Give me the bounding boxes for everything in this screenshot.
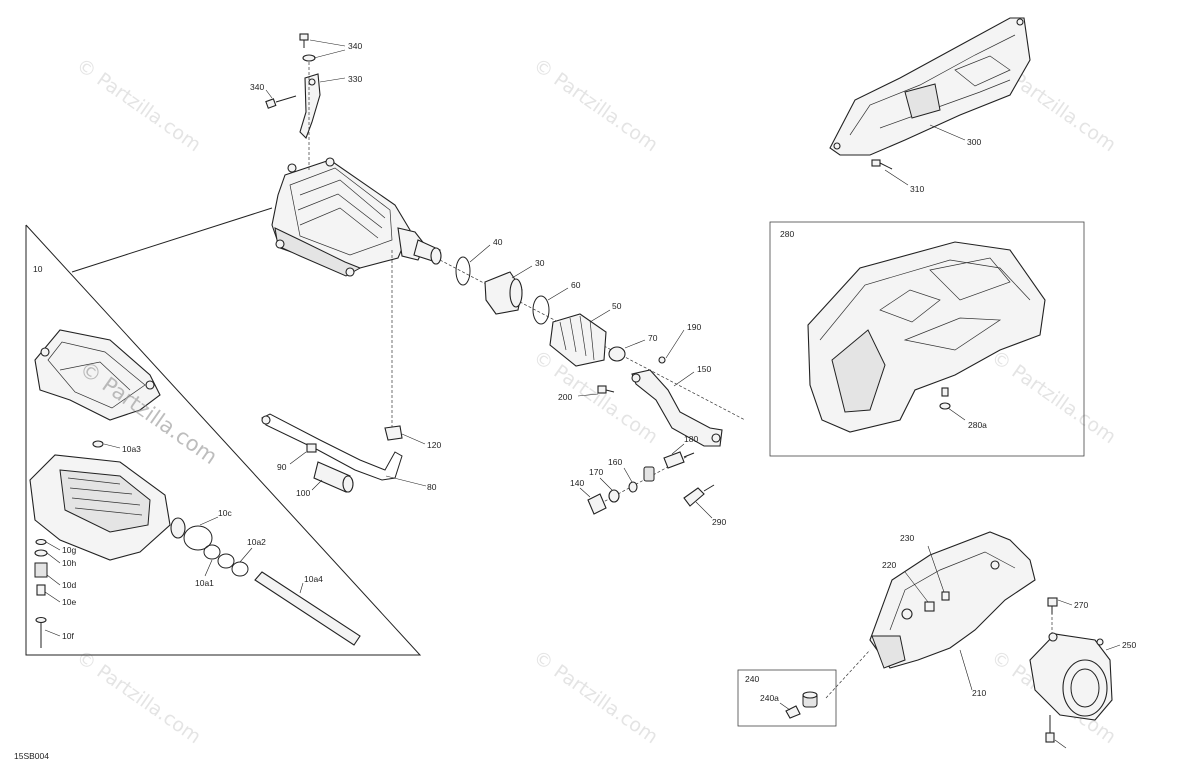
label-150: 150 [697,364,711,374]
label-120: 120 [427,440,441,450]
watermark-text: © Partzilla.com [529,54,662,156]
label-10: 10 [33,264,43,274]
label-220: 220 [882,560,896,570]
label-10d: 10d [62,580,76,590]
label-10a1: 10a1 [195,578,214,588]
label-310: 310 [910,184,924,194]
housing-250-group: 270 250 [1029,597,1136,749]
label-280a: 280a [968,420,987,430]
watermark-text: © Partzilla.com [72,54,205,156]
label-200: 200 [558,392,572,402]
drive-line-group: 40 30 60 50 70 [439,237,746,421]
hose-group: 120 80 90 100 [261,413,441,498]
label-10a2: 10a2 [247,537,266,547]
label-240a: 240a [760,693,779,703]
label-50: 50 [612,301,622,311]
cover-280-group: 280 280a [769,221,1085,457]
label-10g: 10g [62,545,76,555]
label-210: 210 [972,688,986,698]
label-60: 60 [571,280,581,290]
label-30: 30 [535,258,545,268]
label-290: 290 [712,517,726,527]
bracket-330-group: 340 330 340 [250,33,362,170]
label-300: 300 [967,137,981,147]
box-240-group: 240 240a [737,669,837,727]
label-280: 280 [780,229,794,239]
label-240: 240 [745,674,759,684]
label-180: 180 [684,434,698,444]
arm-150-group: 190 150 200 [558,322,723,447]
label-230: 230 [900,533,914,543]
label-270: 270 [1074,600,1088,610]
watermark-text: © Partzilla.com [529,646,662,748]
label-340: 340 [250,82,264,92]
label-40: 40 [493,237,503,247]
bolt-stack-group: 140 170 160 180 290 [570,434,726,527]
label-10h: 10h [62,558,76,568]
label-170: 170 [589,467,603,477]
label-140: 140 [570,478,584,488]
watermarks: © Partzilla.com © Partzilla.com © Partzi… [72,54,1120,748]
bracket-210-group: 220 230 210 [825,531,1036,699]
diagram-code: 15SB004 [14,751,49,761]
label-160: 160 [608,457,622,467]
label-330: 330 [348,74,362,84]
label-190: 190 [687,322,701,332]
label-10c: 10c [218,508,232,518]
label-10e: 10e [62,597,76,607]
label-10a4: 10a4 [304,574,323,584]
label-70: 70 [648,333,658,343]
watermark-text: © Partzilla.com [987,346,1120,448]
label-10a3: 10a3 [122,444,141,454]
supercharger-assembly [271,157,442,430]
assembly-10-frame: 10 [25,207,422,656]
cover-300-group: 300 310 [829,17,1031,194]
label-90: 90 [277,462,287,472]
label-340: 340 [348,41,362,51]
label-250: 250 [1122,640,1136,650]
watermark-text: © Partzilla.com [72,646,205,748]
label-80: 80 [427,482,437,492]
label-100: 100 [296,488,310,498]
assembly-10-parts: 10a3 10c 10a1 10a2 10a4 10g 10h [29,329,361,648]
label-10f: 10f [62,631,74,641]
